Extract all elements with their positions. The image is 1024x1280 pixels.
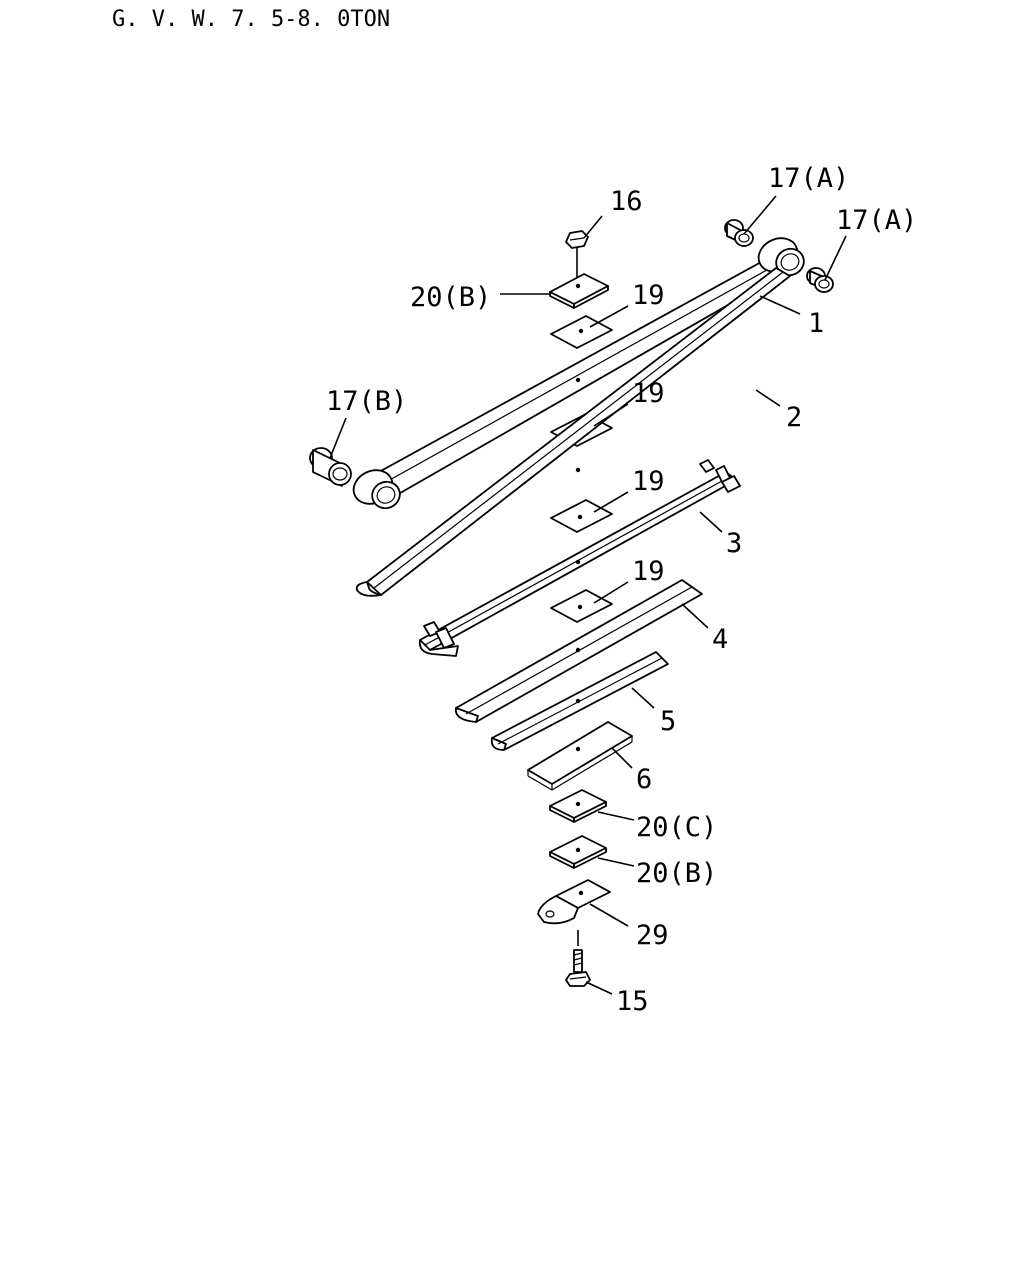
callout-29: 29: [636, 920, 669, 951]
callout-17a-2: 17(A): [836, 205, 917, 236]
callout-5: 5: [660, 706, 676, 737]
callout-2: 2: [786, 402, 802, 433]
leader-lines: [329, 195, 847, 995]
part-20b-top-plate: [549, 273, 609, 309]
part-19-pad-3: [550, 499, 613, 533]
part-5-fifth-leaf: [490, 651, 669, 751]
callout-20c: 20(C): [636, 812, 717, 843]
part-17b-bushing: [309, 447, 352, 487]
callout-20b-top: 20(B): [410, 282, 491, 313]
part-17a-bushing-1: [724, 219, 754, 247]
part-1-main-leaf: [352, 237, 805, 510]
callout-16: 16: [610, 186, 643, 217]
callout-6: 6: [636, 764, 652, 795]
callout-19-3: 19: [632, 466, 665, 497]
part-3-third-leaf: [418, 459, 741, 657]
part-19-pad-4: [550, 589, 613, 623]
part-17a-bushing-2: [806, 267, 834, 293]
part-2-second-leaf: [355, 267, 791, 597]
part-15-bolt: [565, 949, 591, 987]
part-29-bracket: [537, 879, 611, 946]
callout-4: 4: [712, 624, 728, 655]
callout-15: 15: [616, 986, 649, 1017]
part-4-fourth-leaf: [454, 579, 703, 723]
callout-17a-1: 17(A): [768, 163, 849, 194]
part-6-sixth-leaf: [527, 721, 633, 791]
callout-20b-bottom: 20(B): [636, 858, 717, 889]
callout-19-1: 19: [632, 280, 665, 311]
callout-1: 1: [808, 308, 824, 339]
callout-19-2: 19: [632, 378, 665, 409]
header-title: G. V. W. 7. 5-8. 0TON: [112, 7, 390, 32]
part-16-nut: [565, 230, 589, 280]
part-20c-plate: [549, 789, 607, 823]
callout-3: 3: [726, 528, 742, 559]
callout-17b: 17(B): [326, 386, 407, 417]
part-20b-bottom-plate: [549, 835, 607, 869]
callout-19-4: 19: [632, 556, 665, 587]
